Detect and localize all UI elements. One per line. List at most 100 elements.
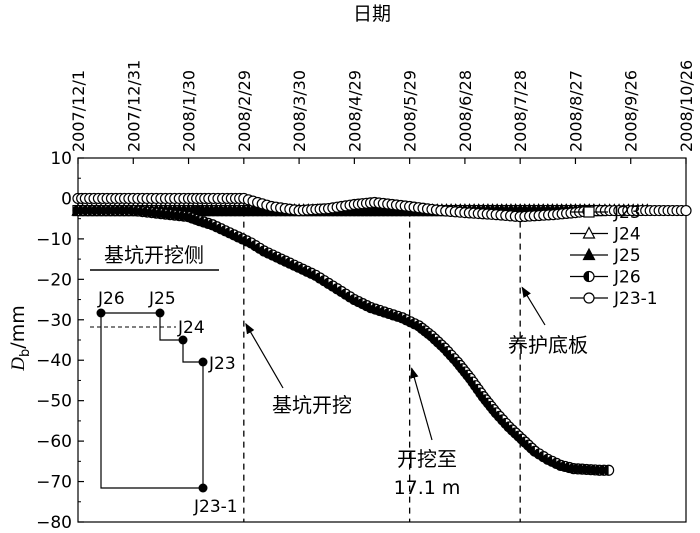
inset-label: J23 bbox=[208, 354, 236, 374]
marker-fill bbox=[379, 306, 385, 317]
data-point bbox=[680, 204, 692, 217]
marker-fill bbox=[198, 217, 204, 228]
inset-label: J26 bbox=[97, 289, 125, 309]
marker-fill bbox=[203, 218, 209, 229]
x-axis-title: 日期 bbox=[353, 3, 391, 25]
series-j23-1 bbox=[72, 192, 692, 223]
marker-fill bbox=[137, 206, 143, 217]
marker-fill bbox=[584, 271, 589, 282]
annotation-excavation: 基坑开挖 bbox=[272, 393, 352, 417]
marker-fill bbox=[73, 205, 78, 216]
x-tick-label: 2008/7/28 bbox=[511, 70, 530, 152]
marker-fill bbox=[585, 464, 591, 475]
x-tick-label: 2008/10/26 bbox=[677, 60, 696, 152]
y-tick-label: −70 bbox=[36, 473, 72, 493]
marker-fill bbox=[603, 465, 609, 476]
marker-fill bbox=[160, 209, 166, 220]
svg-text:Db/mm: Db/mm bbox=[7, 305, 33, 371]
event-lines bbox=[243, 210, 521, 522]
marker-fill bbox=[151, 208, 157, 219]
legend-item: J24 bbox=[570, 225, 641, 245]
marker-fill bbox=[194, 215, 200, 226]
y-tick-label: −30 bbox=[36, 311, 72, 331]
x-tick-label: 2008/4/29 bbox=[345, 70, 364, 152]
y-axis-title-main: D bbox=[8, 357, 29, 372]
marker-fill bbox=[100, 205, 106, 216]
marker-fill bbox=[572, 463, 578, 474]
annotation-depth-line2: 17.1 m bbox=[394, 477, 461, 499]
marker-fill bbox=[119, 205, 125, 216]
marker-fill bbox=[165, 209, 171, 220]
marker-fill bbox=[568, 463, 574, 474]
inset-label: J25 bbox=[148, 289, 176, 309]
inset-title: 基坑开挖侧 bbox=[104, 243, 204, 267]
x-tick-label: 2008/6/28 bbox=[456, 70, 475, 152]
marker-fill bbox=[155, 208, 161, 219]
annotation-arrow bbox=[245, 322, 284, 389]
legend-label: J26 bbox=[613, 268, 641, 288]
x-tick-label: 2007/12/31 bbox=[124, 60, 143, 152]
y-tick-label: −60 bbox=[36, 432, 72, 452]
marker-fill bbox=[91, 205, 97, 216]
marker-fill bbox=[383, 308, 389, 319]
y-tick-label: −10 bbox=[36, 230, 72, 250]
marker-fill bbox=[365, 302, 371, 313]
x-tick-label: 2008/8/27 bbox=[566, 70, 585, 152]
legend-marker bbox=[583, 270, 595, 283]
legend-label: J25 bbox=[613, 246, 641, 266]
marker-fill bbox=[123, 205, 129, 216]
marker-fill bbox=[577, 464, 583, 475]
inset-label: J24 bbox=[177, 318, 205, 338]
legend-item: J23 bbox=[570, 203, 641, 223]
annotation-arrow bbox=[521, 286, 546, 326]
x-tick-label: 2008/5/29 bbox=[401, 70, 420, 152]
marker-fill bbox=[594, 465, 600, 476]
legend-item: J26 bbox=[570, 268, 641, 288]
legend-item: J25 bbox=[570, 246, 641, 266]
inset-point bbox=[198, 357, 208, 367]
marker-fill bbox=[105, 205, 111, 216]
inset-label: J23-1 bbox=[193, 497, 238, 517]
marker-fill bbox=[174, 210, 180, 221]
x-tick-label: 2008/2/29 bbox=[235, 70, 254, 152]
marker-fill bbox=[77, 205, 83, 216]
marker-fill bbox=[86, 205, 92, 216]
x-tick-label: 2007/12/1 bbox=[69, 70, 88, 152]
y-axis-title-unit: /mm bbox=[7, 305, 29, 348]
x-tick-label: 2008/3/30 bbox=[290, 70, 309, 152]
marker-fill bbox=[96, 205, 102, 216]
y-axis-ticks: 100−10−20−30−40−50−60−70−80 bbox=[36, 149, 84, 533]
x-tick-label: 2008/1/30 bbox=[180, 70, 199, 152]
legend-marker bbox=[583, 292, 595, 304]
y-tick-label: 10 bbox=[50, 149, 72, 169]
annotation-arrow bbox=[410, 367, 433, 441]
marker-fill bbox=[564, 462, 570, 473]
marker-fill bbox=[114, 205, 120, 216]
marker-fill bbox=[599, 465, 605, 476]
y-tick-label: −20 bbox=[36, 270, 72, 290]
legend-label: J24 bbox=[613, 225, 641, 245]
inset-point bbox=[198, 483, 208, 493]
series-j26 bbox=[72, 204, 615, 476]
marker-fill bbox=[581, 464, 587, 475]
annotation-curing: 养护底板 bbox=[508, 333, 588, 357]
legend-label: J23 bbox=[613, 203, 641, 223]
marker-fill bbox=[128, 205, 134, 216]
x-axis-ticks: 2007/12/1 2007/12/31 2008/1/30 2008/2/29 200… bbox=[69, 60, 696, 164]
inset-point bbox=[96, 308, 106, 318]
y-axis-title: Db/mm bbox=[7, 305, 33, 371]
marker-fill bbox=[169, 210, 175, 221]
marker-fill bbox=[392, 311, 398, 322]
marker-fill bbox=[370, 304, 376, 315]
marker-fill bbox=[82, 205, 88, 216]
marker-fill bbox=[388, 309, 394, 320]
y-tick-label: 0 bbox=[61, 189, 72, 209]
data-point bbox=[603, 464, 615, 476]
series-layer bbox=[71, 192, 692, 476]
legend-item: J23-1 bbox=[570, 289, 658, 309]
legend-marker bbox=[582, 247, 596, 261]
legend-marker bbox=[583, 206, 595, 218]
